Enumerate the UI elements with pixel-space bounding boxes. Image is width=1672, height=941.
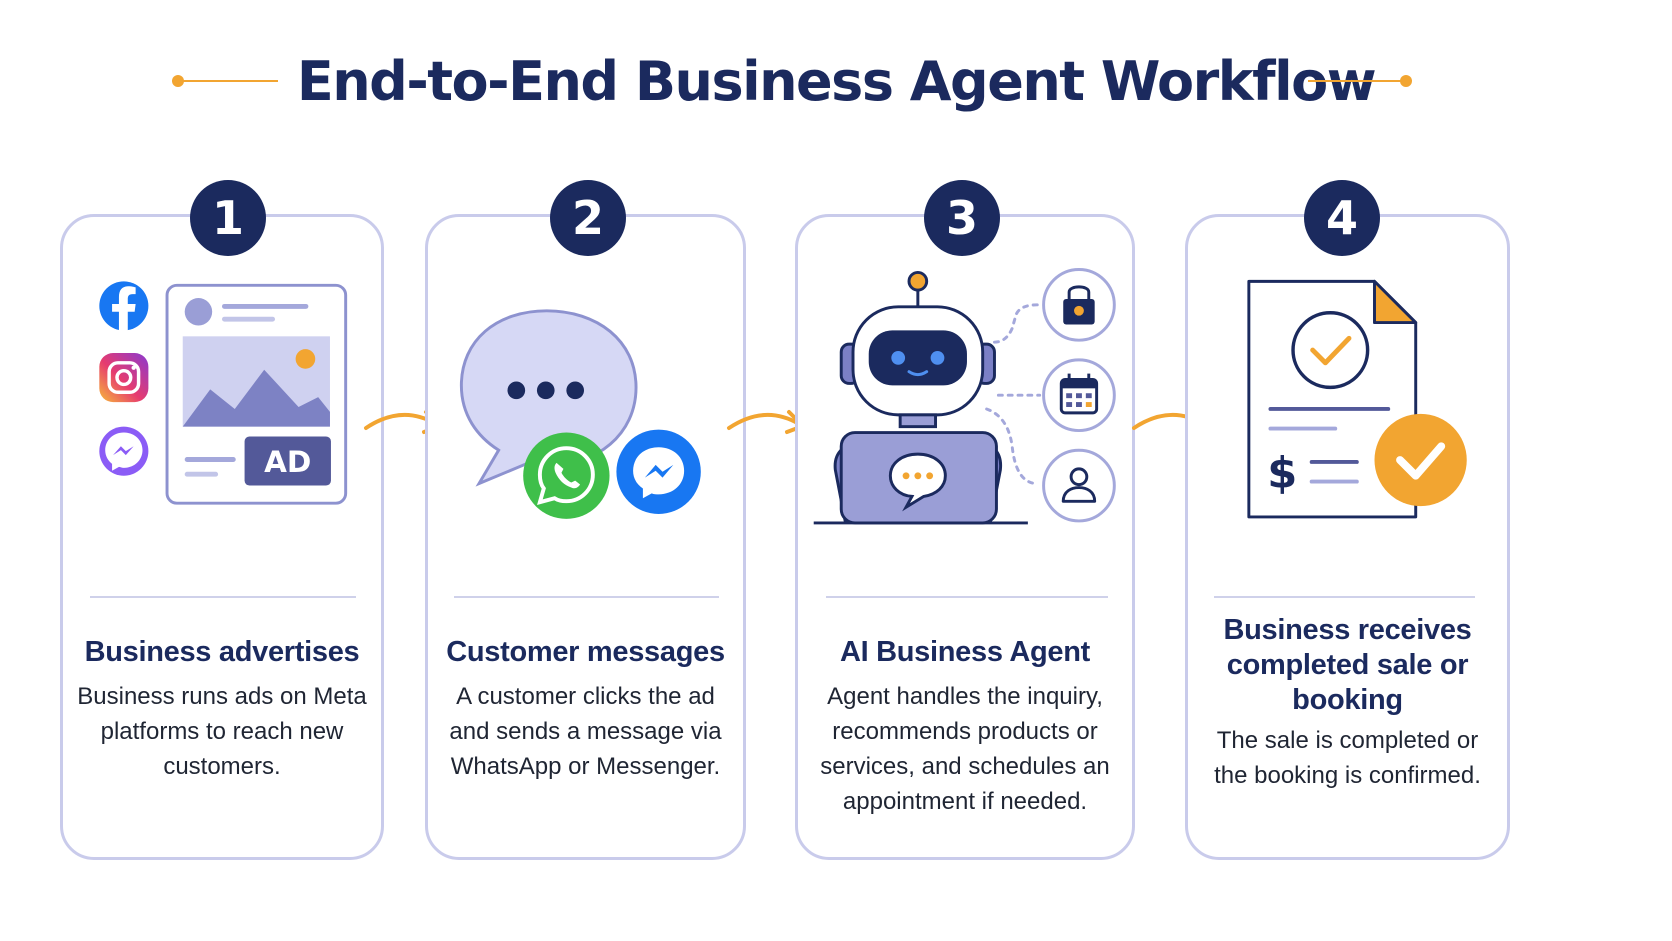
ai-agent-illustration — [813, 267, 1116, 525]
whatsapp-icon — [523, 432, 610, 519]
step-title: Business receives completed sale or book… — [1223, 614, 1472, 716]
card-divider — [454, 596, 719, 598]
advertising-illustration: AD — [99, 281, 348, 505]
step-title: Business advertises — [84, 636, 360, 668]
card-divider — [1214, 596, 1475, 598]
dollar-icon: $ — [1267, 448, 1297, 498]
facebook-icon — [99, 281, 149, 331]
instagram-icon — [99, 353, 149, 403]
step-card-4: 4 $ Business receives completed sale or … — [1185, 180, 1510, 860]
step-description: A customer clicks the ad and sends a mes… — [449, 683, 722, 780]
step-description: The sale is completed or the booking is … — [1214, 727, 1481, 789]
checkmark-icon — [1374, 413, 1467, 507]
step-card-1: 1 — [60, 180, 384, 860]
title-row: End-to-End Business Agent Workflow — [0, 42, 1672, 122]
step-description: Business runs ads on Meta platforms to r… — [77, 683, 367, 780]
title-decoration-right — [1308, 75, 1412, 87]
card-divider — [826, 596, 1108, 598]
step-title: AI Business Agent — [839, 636, 1091, 668]
step-card-2: 2 Customer messages A customer clicks th… — [425, 180, 746, 860]
invoice-icon: $ — [1247, 279, 1418, 519]
user-icon — [1042, 448, 1116, 523]
step-number-badge: 1 — [190, 180, 266, 256]
step-number-badge: 4 — [1304, 180, 1380, 256]
title-decoration-left — [172, 75, 278, 87]
ad-label: AD — [264, 445, 311, 479]
step-number-badge: 3 — [924, 180, 1000, 256]
step-description: Agent handles the inquiry, recommends pr… — [820, 683, 1110, 815]
robot-icon — [813, 270, 1028, 525]
ad-card-icon: AD — [165, 283, 348, 505]
calendar-icon — [1042, 358, 1116, 433]
page-title: End-to-End Business Agent Workflow — [296, 50, 1377, 113]
step-number-badge: 2 — [550, 180, 626, 256]
completed-sale-illustration: $ — [1247, 279, 1467, 519]
messenger-icon — [99, 426, 149, 476]
step-card-3: 3 — [795, 180, 1135, 860]
chat-bubble-icon — [459, 309, 638, 487]
card-divider — [90, 596, 356, 598]
messaging-illustration — [459, 309, 701, 519]
shopping-bag-icon — [1042, 267, 1116, 342]
connector-lines — [985, 303, 1042, 486]
step-title: Customer messages — [446, 636, 725, 668]
messenger-icon — [616, 429, 701, 514]
